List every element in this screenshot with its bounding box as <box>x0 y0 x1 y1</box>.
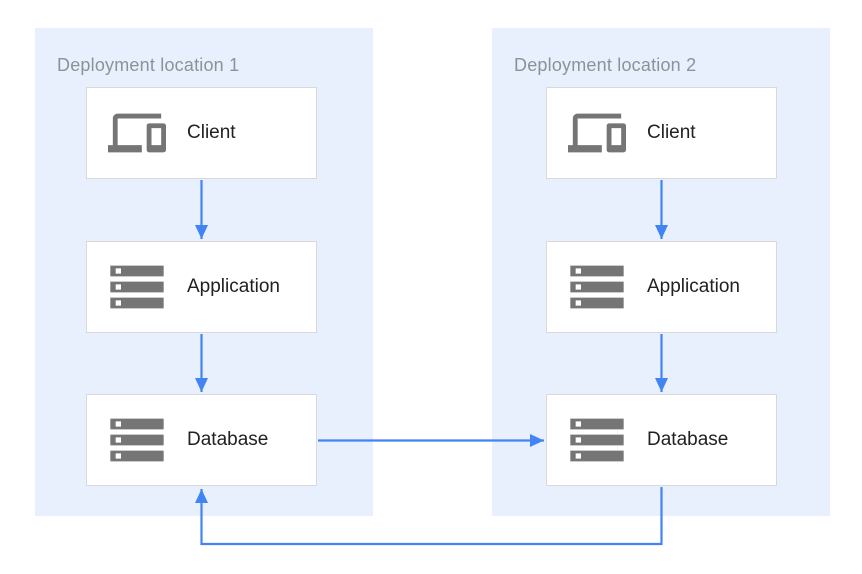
node-label: Database <box>647 429 729 450</box>
server-stack-icon <box>105 258 169 316</box>
panel-title: Deployment location 1 <box>57 55 240 75</box>
server-stack-icon <box>105 411 169 469</box>
server-stack-icon <box>565 258 629 316</box>
node-label: Client <box>647 122 696 143</box>
panel-title: Deployment location 2 <box>514 55 697 75</box>
node-label: Application <box>647 276 740 297</box>
node-application-2: Application <box>546 241 777 333</box>
node-label: Client <box>187 122 236 143</box>
node-label: Database <box>187 429 269 450</box>
devices-icon <box>565 104 629 162</box>
server-stack-icon <box>565 411 629 469</box>
node-database-1: Database <box>86 394 317 486</box>
devices-icon <box>105 104 169 162</box>
node-application-1: Application <box>86 241 317 333</box>
node-label: Application <box>187 276 280 297</box>
node-database-2: Database <box>546 394 777 486</box>
node-client-2: Client <box>546 87 777 179</box>
node-client-1: Client <box>86 87 317 179</box>
